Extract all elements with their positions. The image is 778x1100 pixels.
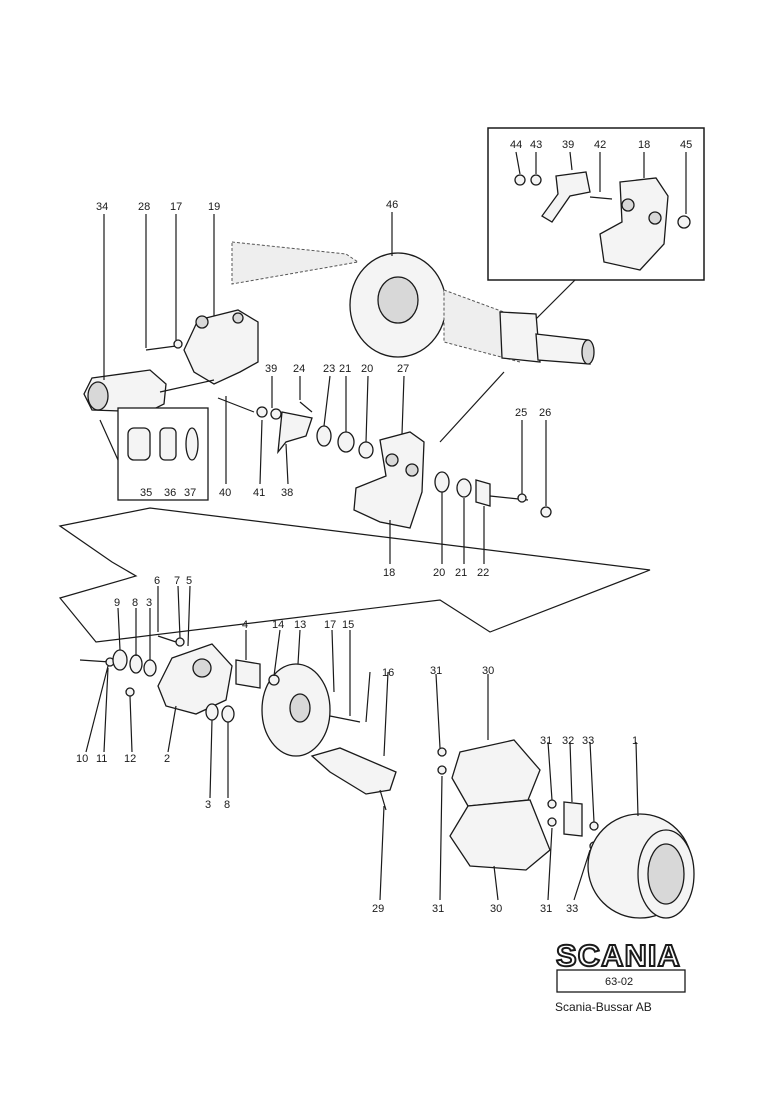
callout-5: 5: [186, 575, 192, 587]
callout-38: 38: [281, 487, 293, 499]
callout-31: 31: [430, 665, 442, 677]
callout-30: 30: [482, 665, 494, 677]
logo-block: SCANIA 63-02 Scania-Bussar AB: [555, 937, 686, 1014]
seal-kit-lead: [99, 419, 119, 461]
upper-left-assembly: [83, 309, 259, 413]
callout-42: 42: [594, 139, 606, 151]
callout-25: 25: [515, 407, 527, 419]
callout-37: 37: [184, 487, 196, 499]
callout-27: 27: [397, 363, 409, 375]
callout-10: 10: [76, 753, 88, 765]
callout-33: 33: [566, 903, 578, 915]
company-name: Scania-Bussar AB: [555, 1000, 652, 1014]
callout-7: 7: [174, 575, 180, 587]
callout-13: 13: [294, 619, 306, 631]
callout-19: 19: [208, 201, 220, 213]
callout-31: 31: [540, 903, 552, 915]
callout-31: 31: [432, 903, 444, 915]
callout-8: 8: [132, 597, 138, 609]
leader-lines: [85, 151, 687, 901]
middle-linkage: [217, 397, 374, 459]
axle-housing: [231, 241, 595, 365]
callout-16: 16: [382, 667, 394, 679]
callout-17: 17: [324, 619, 336, 631]
callout-18: 18: [383, 567, 395, 579]
callout-12: 12: [124, 753, 136, 765]
callout-6: 6: [154, 575, 160, 587]
lower-assembly: [79, 635, 695, 919]
callout-45: 45: [680, 139, 692, 151]
callout-9: 9: [114, 597, 120, 609]
callout-24: 24: [293, 363, 305, 375]
drawing-code: 63-02: [605, 976, 633, 988]
callout-20: 20: [433, 567, 445, 579]
callout-34: 34: [96, 201, 108, 213]
callout-44: 44: [510, 139, 522, 151]
callout-39: 39: [265, 363, 277, 375]
callout-21: 21: [455, 567, 467, 579]
brand-logo: SCANIA: [556, 938, 681, 973]
callout-29: 29: [372, 903, 384, 915]
callout-43: 43: [530, 139, 542, 151]
callout-33: 33: [582, 735, 594, 747]
callout-30: 30: [490, 903, 502, 915]
callout-23: 23: [323, 363, 335, 375]
divider-plane: [58, 507, 651, 643]
callout-20: 20: [361, 363, 373, 375]
callout-1: 1: [632, 735, 638, 747]
callout-35: 35: [140, 487, 152, 499]
callout-4: 4: [242, 619, 248, 631]
callout-21: 21: [339, 363, 351, 375]
callout-36: 36: [164, 487, 176, 499]
callout-28: 28: [138, 201, 150, 213]
callout-31: 31: [540, 735, 552, 747]
callout-18: 18: [638, 139, 650, 151]
callout-46: 46: [386, 199, 398, 211]
callout-3: 3: [205, 799, 211, 811]
seal-kit-box: [117, 407, 209, 501]
callout-32: 32: [562, 735, 574, 747]
callout-41: 41: [253, 487, 265, 499]
callout-22: 22: [477, 567, 489, 579]
callout-40: 40: [219, 487, 231, 499]
callout-26: 26: [539, 407, 551, 419]
callout-numbers: 44 43 39 42 18 45 34 28 17 19 46 39 24 2…: [76, 139, 692, 915]
inset-detail-box: [487, 127, 705, 281]
mid-bracket: [353, 431, 552, 529]
drawing-code-box: [556, 969, 686, 993]
callout-11: 11: [96, 753, 107, 765]
axle-arrow: [439, 371, 505, 443]
callout-15: 15: [342, 619, 354, 631]
callout-8: 8: [224, 799, 230, 811]
callout-14: 14: [272, 619, 284, 631]
callout-39: 39: [562, 139, 574, 151]
callout-17: 17: [170, 201, 182, 213]
callout-3: 3: [146, 597, 152, 609]
callout-2: 2: [164, 753, 170, 765]
